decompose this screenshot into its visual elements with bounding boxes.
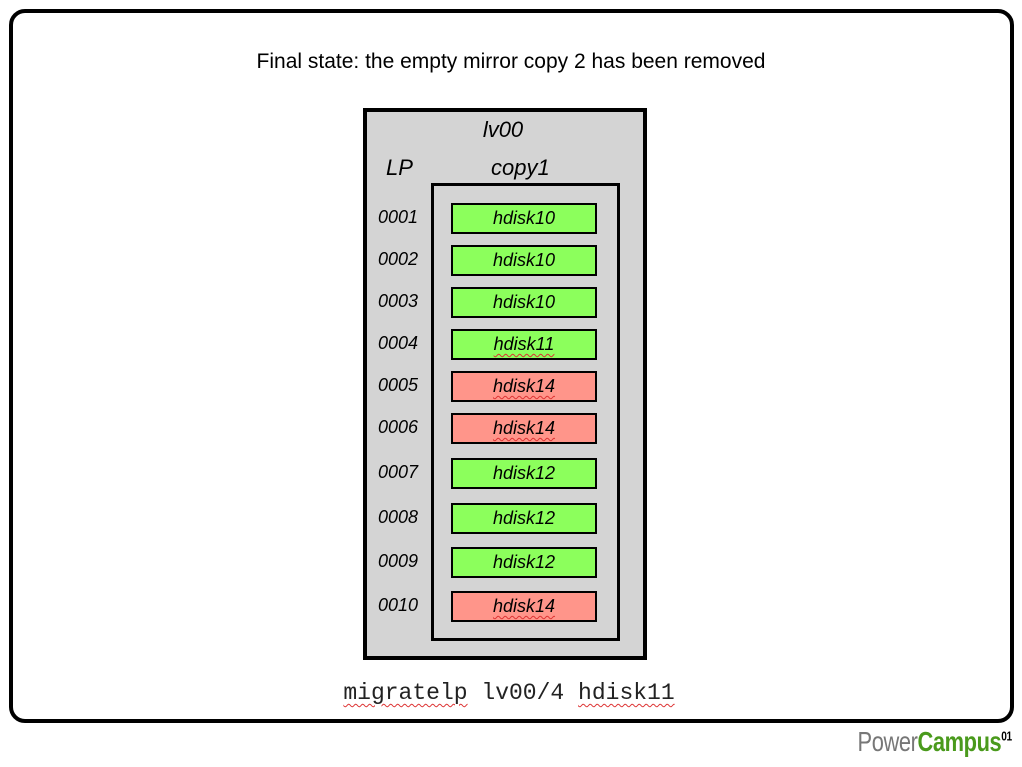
lp-number: 0006: [378, 417, 419, 437]
lp-number: 0003: [378, 291, 419, 311]
lp-number: 0007: [378, 462, 419, 482]
physical-partition-cell: hdisk10: [451, 203, 597, 234]
pv-name: hdisk12: [492, 508, 556, 528]
physical-partition-cell: hdisk12: [451, 458, 597, 489]
physical-partition-cell: hdisk14: [451, 591, 597, 622]
pv-name: hdisk12: [492, 552, 556, 572]
pv-name: hdisk10: [492, 250, 556, 270]
physical-partition-cell: hdisk12: [451, 547, 597, 578]
command-line: migratelp lv00/4 hdisk11: [0, 680, 1018, 706]
logo-suffix: 01: [1001, 728, 1012, 744]
lp-number: 0001: [378, 207, 419, 227]
physical-partition-cell: hdisk12: [451, 503, 597, 534]
logo-power: Power: [857, 726, 918, 757]
copy-header-label: copy1: [491, 155, 550, 180]
pv-name: hdisk12: [492, 463, 556, 483]
command-name: migratelp: [343, 680, 468, 706]
pv-name: hdisk10: [492, 292, 556, 312]
lp-number: 0008: [378, 507, 419, 527]
lp-header-label: LP: [386, 155, 413, 180]
physical-partition-cell: hdisk14: [451, 371, 597, 402]
pv-name: hdisk14: [492, 376, 556, 396]
lp-number: 0009: [378, 551, 419, 571]
pv-name: hdisk10: [492, 208, 556, 228]
lp-number: 0004: [378, 333, 419, 353]
command-arg-lv: lv00/4: [481, 680, 565, 706]
physical-partition-cell: hdisk10: [451, 287, 597, 318]
logo-campus: Campus: [917, 726, 1002, 757]
powercampus-logo: PowerCampus01: [857, 726, 1013, 758]
pv-name: hdisk11: [493, 334, 555, 354]
lp-number: 0002: [378, 249, 419, 269]
pv-name: hdisk14: [492, 418, 556, 438]
slide-title: Final state: the empty mirror copy 2 has…: [256, 50, 766, 73]
physical-partition-cell: hdisk14: [451, 413, 597, 444]
lv-name-label: lv00: [482, 117, 524, 142]
pv-name: hdisk14: [492, 596, 556, 616]
physical-partition-cell: hdisk11: [451, 329, 597, 360]
lp-number: 0010: [378, 595, 419, 615]
command-arg-pv: hdisk11: [578, 680, 675, 706]
physical-partition-cell: hdisk10: [451, 245, 597, 276]
lp-number: 0005: [378, 375, 419, 395]
